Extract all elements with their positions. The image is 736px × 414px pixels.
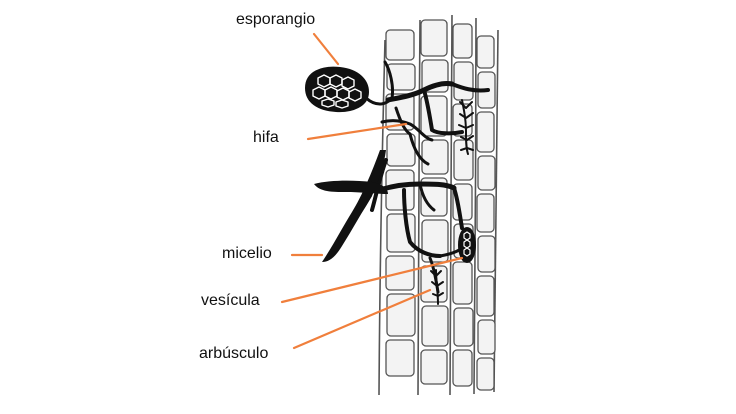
leader-line-vesicle — [280, 256, 464, 304]
label-hypha: hifa — [253, 129, 279, 146]
leader-lines — [280, 32, 464, 350]
plant-cell — [420, 19, 448, 57]
plant-cell — [453, 139, 474, 181]
plant-cell — [386, 213, 416, 253]
leader-line-arbuscule — [292, 288, 432, 350]
plant-cell — [476, 111, 495, 153]
plant-cell — [385, 169, 415, 211]
plant-cell — [453, 307, 474, 347]
plant-cell — [420, 177, 448, 217]
plant-cell — [386, 63, 416, 91]
arbuscule — [430, 99, 474, 305]
label-mycelium: micelio — [222, 245, 272, 262]
plant-cell — [477, 235, 496, 273]
plant-cell — [385, 339, 415, 377]
plant-cell — [477, 155, 496, 191]
plant-cell — [452, 23, 473, 59]
plant-cell — [476, 357, 495, 391]
plant-cell — [386, 293, 416, 337]
plant-cell — [476, 275, 495, 317]
plant-cell — [421, 305, 449, 347]
vesicle — [458, 227, 476, 263]
leader-line-hypha — [306, 122, 408, 141]
plant-cell — [420, 349, 448, 385]
mycelium — [314, 150, 388, 262]
label-arbuscule: arbúsculo — [199, 345, 269, 362]
plant-cell — [476, 193, 495, 233]
sporangium — [305, 60, 394, 113]
plant-cell — [476, 35, 495, 69]
plant-cell — [477, 319, 496, 355]
label-sporangium: esporangio — [236, 11, 316, 28]
plant-cell — [453, 61, 474, 101]
plant-cell — [385, 29, 415, 61]
plant-cell — [452, 349, 473, 387]
plant-cells — [385, 19, 496, 391]
plant-cell — [421, 219, 449, 263]
leader-line-sporangium — [312, 32, 340, 66]
plant-cell — [421, 139, 449, 175]
plant-cell — [452, 261, 473, 305]
label-vesicle: vesícula — [201, 292, 260, 309]
